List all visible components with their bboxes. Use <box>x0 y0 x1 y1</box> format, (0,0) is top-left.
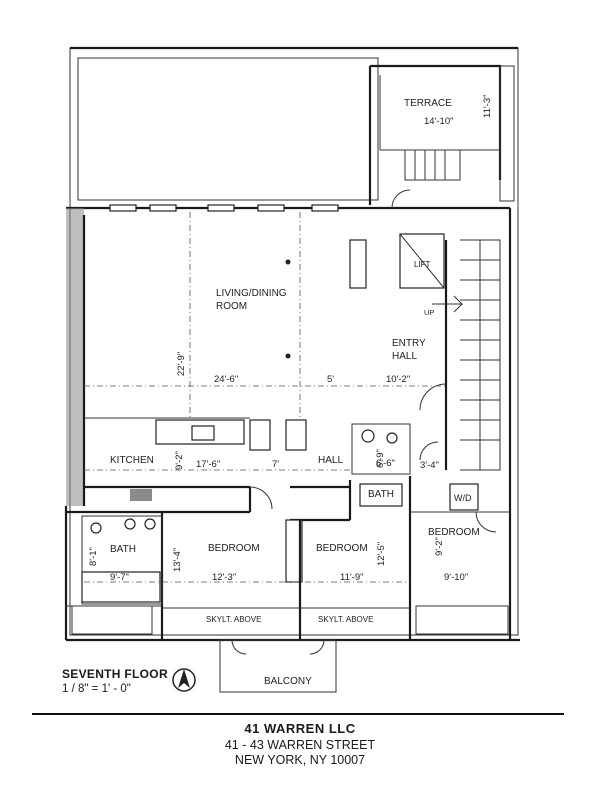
footer-divider <box>32 713 564 715</box>
dim-bed-left-width: 12'-3" <box>212 572 236 583</box>
room-label-living-2: ROOM <box>216 301 247 312</box>
label-skylight-left: SKYLT. ABOVE <box>206 615 261 624</box>
apartment-walls <box>64 204 520 642</box>
room-label-bedroom-mid: BEDROOM <box>316 543 368 554</box>
room-label-bath-center: BATH <box>368 489 394 500</box>
address-line-1: 41 - 43 WARREN STREET <box>224 738 376 752</box>
dim-terrace-width: 14'-10" <box>424 116 453 127</box>
dim-living-width-1: 24'-6" <box>214 374 238 385</box>
room-label-hall: HALL <box>318 455 343 466</box>
floor-title: SEVENTH FLOOR <box>62 667 168 681</box>
drawing-scale: 1 / 8" = 1' - 0" <box>62 683 131 695</box>
dim-bed-right-width: 9'-10" <box>444 572 468 583</box>
dim-terrace-height: 11'-3" <box>482 95 493 119</box>
room-label-kitchen: KITCHEN <box>110 455 154 466</box>
room-label-living-1: LIVING/DINING <box>216 288 287 299</box>
company-name: 41 WARREN LLC <box>244 721 356 736</box>
room-label-bedroom-left: BEDROOM <box>208 543 260 554</box>
dim-bed-mid-width: 11'-9" <box>340 572 364 583</box>
balcony <box>219 639 337 693</box>
dim-bed-right-height: 9'-2" <box>434 537 445 556</box>
room-label-entry-1: ENTRY <box>392 338 426 349</box>
label-up: UP <box>424 308 434 317</box>
dim-kitchen-height: 9'-2" <box>174 451 185 470</box>
dim-hall-6-6: 6'-6" <box>376 458 395 469</box>
dim-living-height: 22'-9" <box>176 352 187 376</box>
dim-hall-height: 6'-9" <box>375 449 386 468</box>
dim-bed-left-height: 13'-4" <box>172 548 183 572</box>
dim-living-width-2: 5' <box>327 374 334 385</box>
room-label-entry-2: HALL <box>392 351 417 362</box>
dim-bed-mid-height: 12'-5" <box>376 542 387 566</box>
room-label-terrace: TERRACE <box>404 98 452 109</box>
room-label-wd: W/D <box>454 493 472 503</box>
doors <box>249 189 497 533</box>
entry-core <box>349 233 501 471</box>
floor-plan: TERRACE 14'-10" 11'-3" LIFT LIVING/DININ… <box>64 46 520 693</box>
dim-bath-left-width: 9'-7" <box>110 572 129 583</box>
dim-bath-left-height: 8'-1" <box>88 547 99 566</box>
room-label-balcony: BALCONY <box>264 676 312 687</box>
terrace-area <box>77 57 515 205</box>
dim-hall-width: 7' <box>272 459 279 470</box>
room-label-lift: LIFT <box>414 260 431 269</box>
north-arrow-icon <box>172 668 196 692</box>
dim-kitchen-width: 17'-6" <box>196 459 220 470</box>
dim-hall-3-4: 3'-4" <box>420 460 439 471</box>
address-line-2: NEW YORK, NY 10007 <box>234 753 366 767</box>
label-skylight-right: SKYLT. ABOVE <box>318 615 373 624</box>
room-label-bath-left: BATH <box>110 544 136 555</box>
room-label-bedroom-right: BEDROOM <box>428 527 480 538</box>
dim-entry-width: 10'-2" <box>386 374 410 385</box>
dimension-lines <box>84 212 446 583</box>
